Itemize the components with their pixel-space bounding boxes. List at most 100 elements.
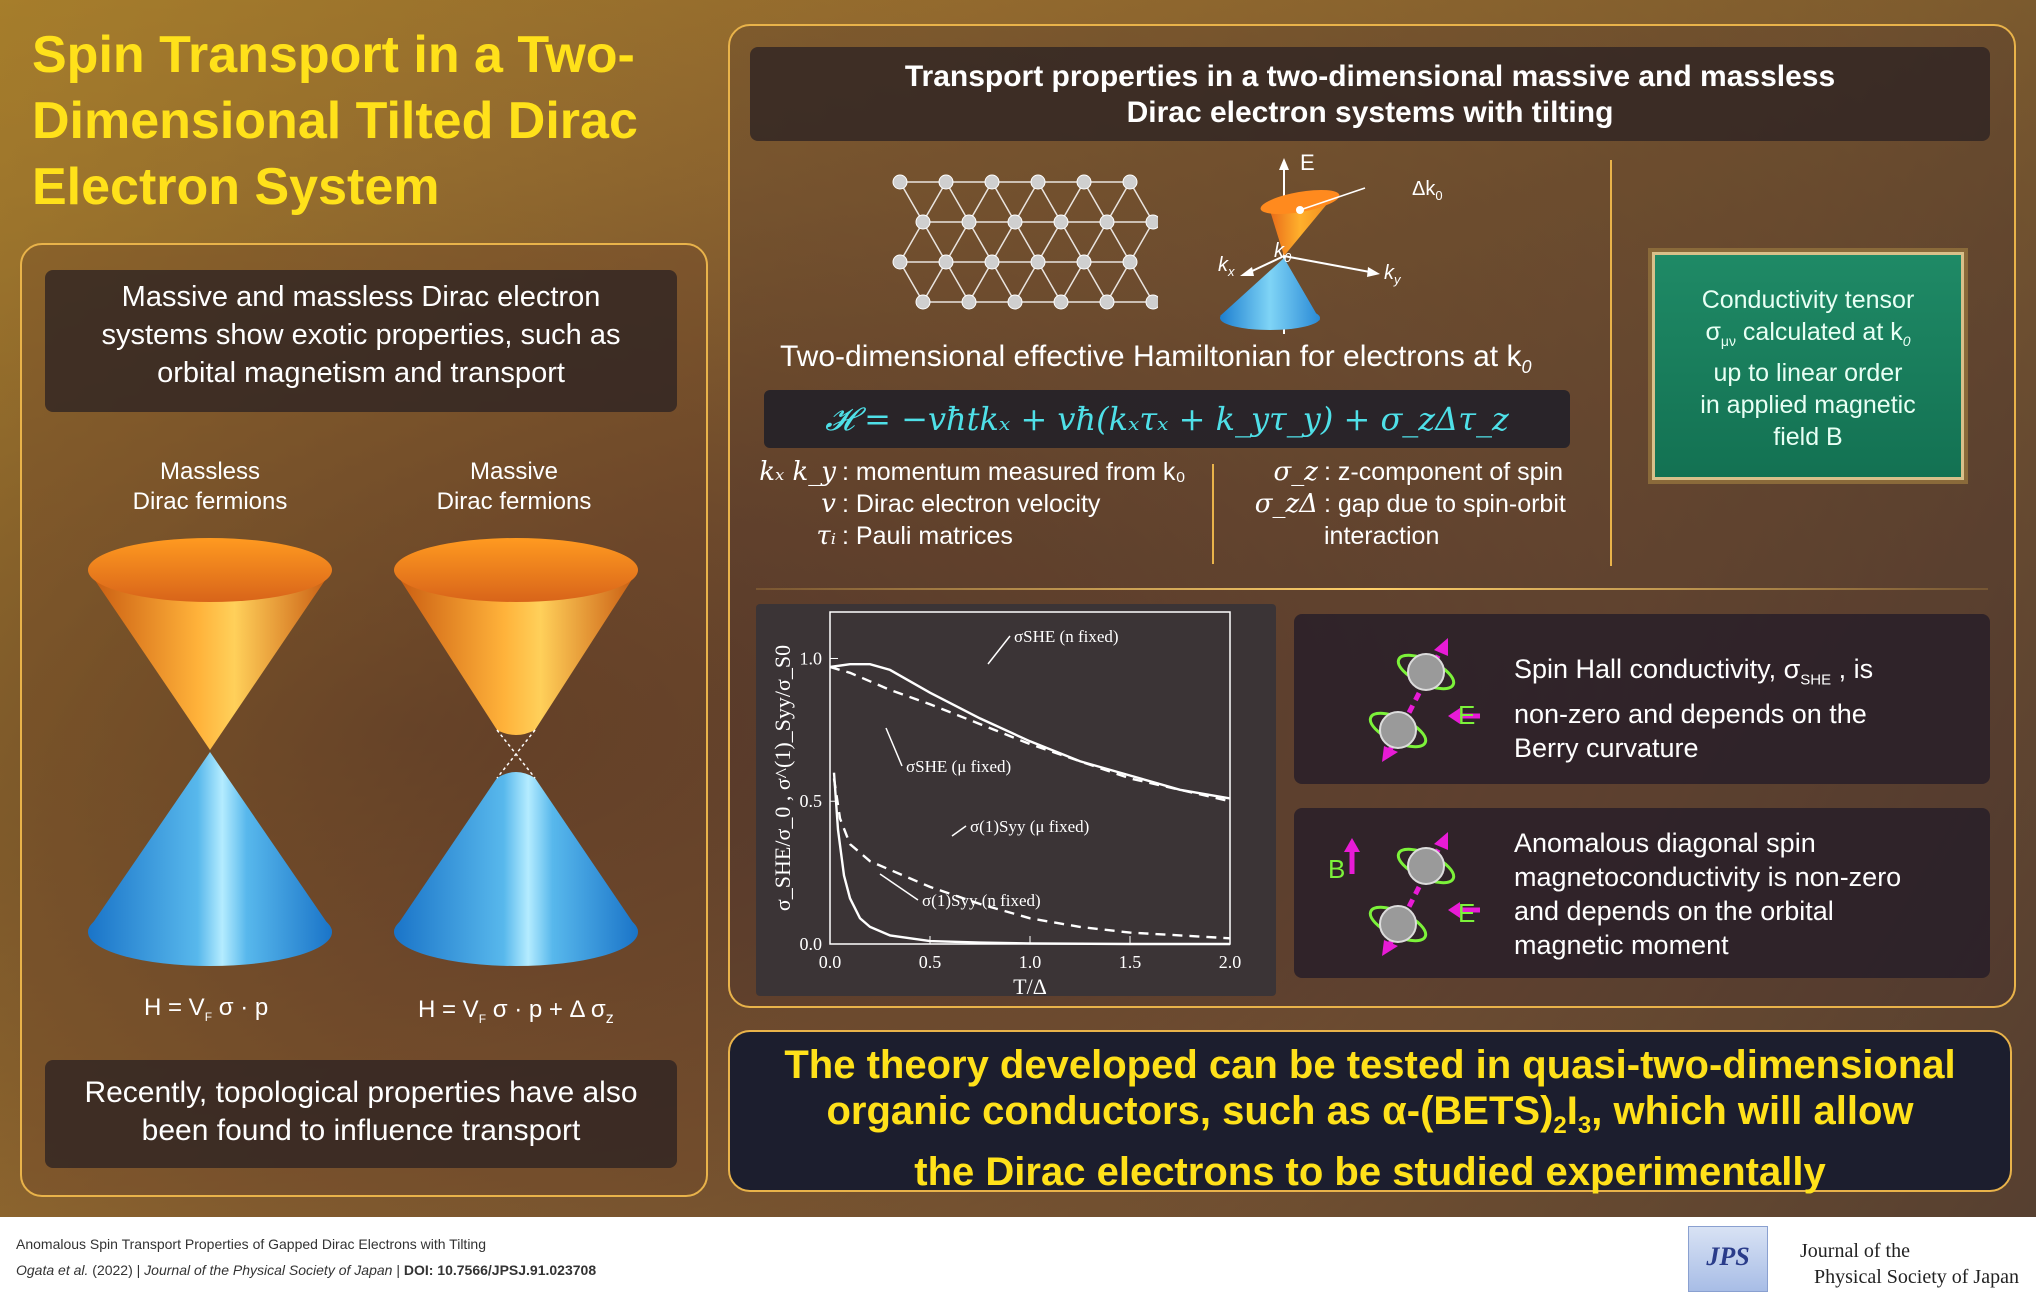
- lattice-bond: [1129, 261, 1154, 303]
- magneto-line1: Anomalous diagonal spin: [1514, 828, 1816, 858]
- lattice-bond: [1106, 221, 1131, 263]
- lattice-atom: [1053, 294, 1069, 310]
- def-left-row: v: Dirac electron velocity: [756, 488, 1186, 520]
- chart-background: [756, 604, 1276, 996]
- def-right-symbol: σ_z: [1273, 457, 1318, 487]
- tensor-line4: in applied magnetic: [1700, 391, 1916, 419]
- lattice-atom: [892, 254, 908, 270]
- e-field-arrowhead: [1448, 902, 1460, 918]
- lattice-bond: [1129, 181, 1154, 223]
- lattice-atom: [984, 174, 1000, 190]
- tensor-sigma: σ: [1705, 318, 1721, 346]
- jps-logo-text: JPS: [1706, 1242, 1750, 1271]
- def-left-row: kₓ k_y: momentum measured from k₀: [756, 456, 1186, 488]
- b-field-arrowhead: [1344, 838, 1360, 852]
- massive-cone: [394, 538, 638, 966]
- massless-label-line2: Dirac fermions: [132, 488, 288, 515]
- lattice-atom: [1076, 174, 1092, 190]
- lattice-bond: [991, 261, 1016, 303]
- horizontal-divider: [756, 588, 1988, 590]
- right-header-box: Transport properties in a two-dimensiona…: [750, 47, 1990, 141]
- cone-k0: k0: [1274, 240, 1291, 265]
- e-field-arrowhead: [1448, 708, 1460, 724]
- def-left-text: : momentum measured from k₀: [842, 457, 1186, 486]
- footer-paper-title: Anomalous Spin Transport Properties of G…: [16, 1236, 487, 1252]
- lattice-atom: [915, 214, 931, 230]
- hamiltonian-box: 𝓗 = −vħtkₓ + vħ(kₓτₓ + k_yτ_y) + σ_zΔτ_z: [764, 390, 1570, 448]
- lattice-bond: [1014, 261, 1039, 303]
- massless-formula: H = VF σ · p: [144, 994, 268, 1024]
- lattice-atom: [1099, 294, 1115, 310]
- series-annotation: σ(1)Syy (n fixed): [922, 891, 1041, 910]
- footer-sep: |: [392, 1262, 404, 1278]
- right-header-line2: Dirac electron systems with tilting: [1126, 96, 1614, 129]
- massless-label-line1: Massless: [159, 458, 261, 485]
- spin-hall-line1: Spin Hall conductivity, σSHE , is: [1514, 652, 1873, 697]
- conclusion-line3: the Dirac electrons to be studied experi…: [914, 1150, 1826, 1194]
- y-tick-label: 1.0: [800, 648, 823, 668]
- lattice-bond: [899, 221, 924, 263]
- massive-label-line2: Dirac fermions: [436, 488, 592, 515]
- x-tick-label: 0.0: [819, 952, 842, 972]
- magneto-info-box: [1294, 808, 1990, 978]
- magneto-text: Anomalous diagonal spin magnetoconductiv…: [1514, 826, 1901, 962]
- lattice-bond: [1083, 261, 1108, 303]
- def-left-row: τᵢ: Pauli matrices: [756, 520, 1186, 552]
- annotation-arrow: [951, 825, 967, 837]
- spin-hall-l1-b: , is: [1831, 654, 1874, 684]
- annotation-arrow: [987, 635, 1011, 665]
- cone-kx: kx: [1218, 254, 1235, 279]
- magneto-e-label: E: [1458, 898, 1476, 928]
- cone-kx-text: k: [1218, 254, 1228, 276]
- lattice-bond: [1106, 181, 1131, 223]
- left-header-text: Massive and massless Dirac electron syst…: [101, 281, 621, 389]
- conclusion-line1: The theory developed can be tested in qu…: [784, 1043, 1956, 1087]
- conclusion-sub3: 3: [1577, 1112, 1592, 1139]
- lattice-bond: [899, 261, 924, 303]
- series-line: [829, 665, 1231, 803]
- def-right-symbol: σ_zΔ: [1254, 489, 1318, 519]
- spin-arrowhead-up: [1434, 638, 1448, 656]
- lattice-bond: [1129, 221, 1154, 263]
- lattice-atom: [1007, 294, 1023, 310]
- cone-dk0: Δk0: [1412, 178, 1443, 203]
- spin-arrowhead-up: [1434, 832, 1448, 850]
- def-left-text: : Dirac electron velocity: [842, 489, 1101, 518]
- lattice-atom: [1122, 254, 1138, 270]
- lattice-bond: [991, 181, 1016, 223]
- lattice-bond: [1060, 221, 1085, 263]
- cone-k0-text: k: [1274, 240, 1284, 262]
- spin-hall-e-label: E: [1458, 700, 1476, 730]
- tensor-line3: up to linear order: [1713, 359, 1903, 387]
- tilted-cone-illustration: [1220, 158, 1380, 334]
- left-footer-text: Recently, topological properties have al…: [84, 1076, 638, 1147]
- spin-hall-info-box: [1294, 614, 1990, 784]
- spin-hall-line3: Berry curvature: [1514, 733, 1699, 764]
- lattice-atom: [961, 214, 977, 230]
- x-tick-label: 2.0: [1219, 952, 1242, 972]
- spin-hall-spin-icon: [1368, 638, 1480, 762]
- tensor-line1: Conductivity tensor: [1701, 286, 1915, 314]
- footer-doi[interactable]: DOI: 10.7566/JPSJ.91.023708: [403, 1262, 597, 1278]
- tensor-calc-at: calculated at k: [1735, 318, 1903, 346]
- conclusion-i: I: [1566, 1089, 1578, 1133]
- tensor-line2: σμν calculated at k0: [1652, 316, 1964, 357]
- definitions-divider: [1212, 464, 1214, 564]
- footer-journal: Journal of the Physical Society of Japan: [144, 1262, 393, 1278]
- dirac-cones-illustration: [88, 538, 638, 966]
- series-line: [829, 663, 1231, 800]
- x-axis-label: T/Δ: [1013, 974, 1047, 996]
- vertical-divider: [1610, 160, 1612, 566]
- lattice-atom: [984, 254, 1000, 270]
- lattice-atom: [961, 294, 977, 310]
- lattice-bond: [945, 221, 970, 263]
- def-right-row: interaction: [1236, 520, 1596, 552]
- journal-name-line1: Journal of the: [1800, 1240, 1910, 1262]
- lattice-atom: [1122, 174, 1138, 190]
- lattice-bond: [968, 261, 993, 303]
- footer-year: (2022) |: [88, 1262, 145, 1278]
- lattice-bond: [1037, 221, 1062, 263]
- series-annotation: σSHE (μ fixed): [906, 757, 1011, 776]
- journal-name: Journal of the Physical Society of Japan: [1800, 1238, 2019, 1290]
- x-tick-label: 1.5: [1119, 952, 1142, 972]
